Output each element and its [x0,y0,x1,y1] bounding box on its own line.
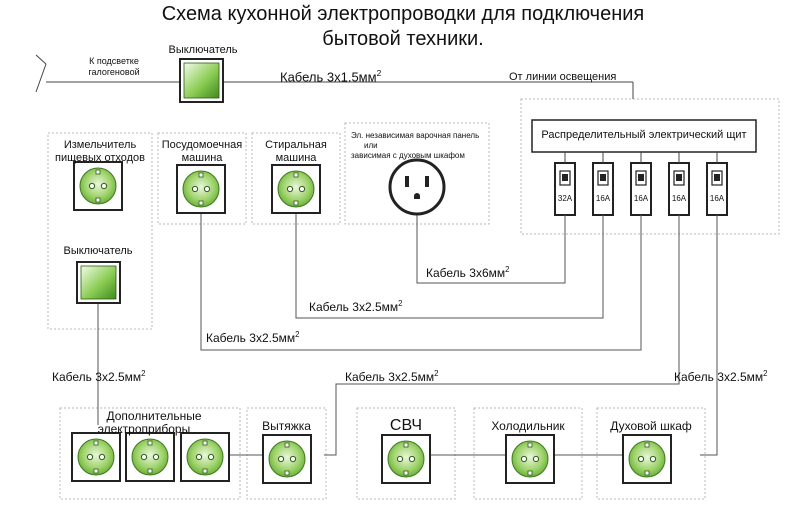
extra-socket-1-icon [71,432,121,482]
disposer-socket-icon [73,161,123,211]
extra-frame [59,407,241,500]
breaker-rating-3: 16A [633,194,649,203]
hob-label-line2: или [364,141,378,150]
cable-hob [416,200,566,284]
cable-label-washer: Кабель 3х2.5мм2 [309,299,403,314]
breaker-4 [668,162,690,216]
lighting-line-label: От линии освещения [509,71,617,83]
breaker-rating-4: 16A [671,194,687,203]
disposer-label-line2: пищевых отходов [55,152,145,164]
lamp-label-line1: К подсветке [89,56,139,66]
microwave-frame [356,407,456,500]
disposer-switch [76,261,121,304]
lamp-wire-lower [35,63,47,93]
cable-label-oven: Кабель 3х2.5мм2 [674,369,768,384]
cable-bottom-middle [324,215,680,456]
hood-frame [246,407,327,500]
lamp-wire-upper [35,54,47,65]
top-cable-label: Кабель 3х1.5мм2 [280,68,382,85]
washer-label-line1: Стиральная [265,139,327,151]
microwave-label: СВЧ [389,417,423,434]
dishwasher-socket-icon [176,164,226,214]
microwave-socket-icon [381,434,431,484]
breaker-rating-2: 16A [595,194,611,203]
cable-label-bottom-middle: Кабель 3х2.5мм2 [345,369,439,384]
hob-socket-icon [388,158,446,216]
disposer-frame [47,132,153,330]
cable-oven [700,215,718,456]
extra-socket-3-icon [180,432,230,482]
extra-label-line1: Дополнительные [106,409,202,423]
hob-label-line3: зависимая с духовым шкафом [351,151,465,160]
dishwasher-label-line2: машина [181,152,223,164]
cable-label-6mm: Кабель 3х6мм2 [426,265,510,280]
lamp-label-line2: галогеновой [88,67,140,77]
extra-socket-2-icon [125,432,175,482]
extra-label-line2: электроприборы [97,422,191,436]
dishwasher-frame [157,132,247,225]
breaker-3 [630,162,652,216]
dishwasher-label-line1: Посудомоечная [161,139,243,151]
oven-socket-icon [622,434,672,484]
breaker-1 [554,162,576,216]
breaker-2 [592,162,614,216]
hood-label: Вытяжка [262,419,311,433]
breaker-rating-1: 32A [557,194,573,203]
washer-socket-icon [271,164,321,214]
panel-frame [520,98,780,235]
cable-dishwasher [200,213,642,351]
oven-frame [596,407,706,500]
top-switch [179,58,224,103]
cable-washer [295,213,604,319]
oven-label: Духовой шкаф [610,419,692,433]
panel-title-box [531,119,757,153]
fridge-label: Холодильник [491,419,565,433]
breaker-rating-5: 16A [709,194,725,203]
hood-socket-icon [262,434,312,484]
diagram-title-line1: Схема кухонной электропроводки для подкл… [161,3,645,25]
cable-label-disposer: Кабель 3х2.5мм2 [52,369,146,384]
top-switch-label: Выключатель [168,44,238,56]
fridge-socket-icon [505,434,555,484]
hob-label-line1: Эл. независимая варочная панель [351,131,480,140]
fridge-frame [473,407,583,500]
cable-label-dishwasher: Кабель 3х2.5мм2 [206,330,300,345]
disposer-label-line1: Измельчитель [63,139,137,151]
diagram-title-line2: бытовой техники. [322,28,484,50]
disposer-switch-label: Выключатель [63,245,133,257]
washer-label-line2: машина [275,152,317,164]
panel-title: Распределительный электрический щит [541,129,747,141]
breaker-5 [706,162,728,216]
washer-frame [251,132,341,225]
